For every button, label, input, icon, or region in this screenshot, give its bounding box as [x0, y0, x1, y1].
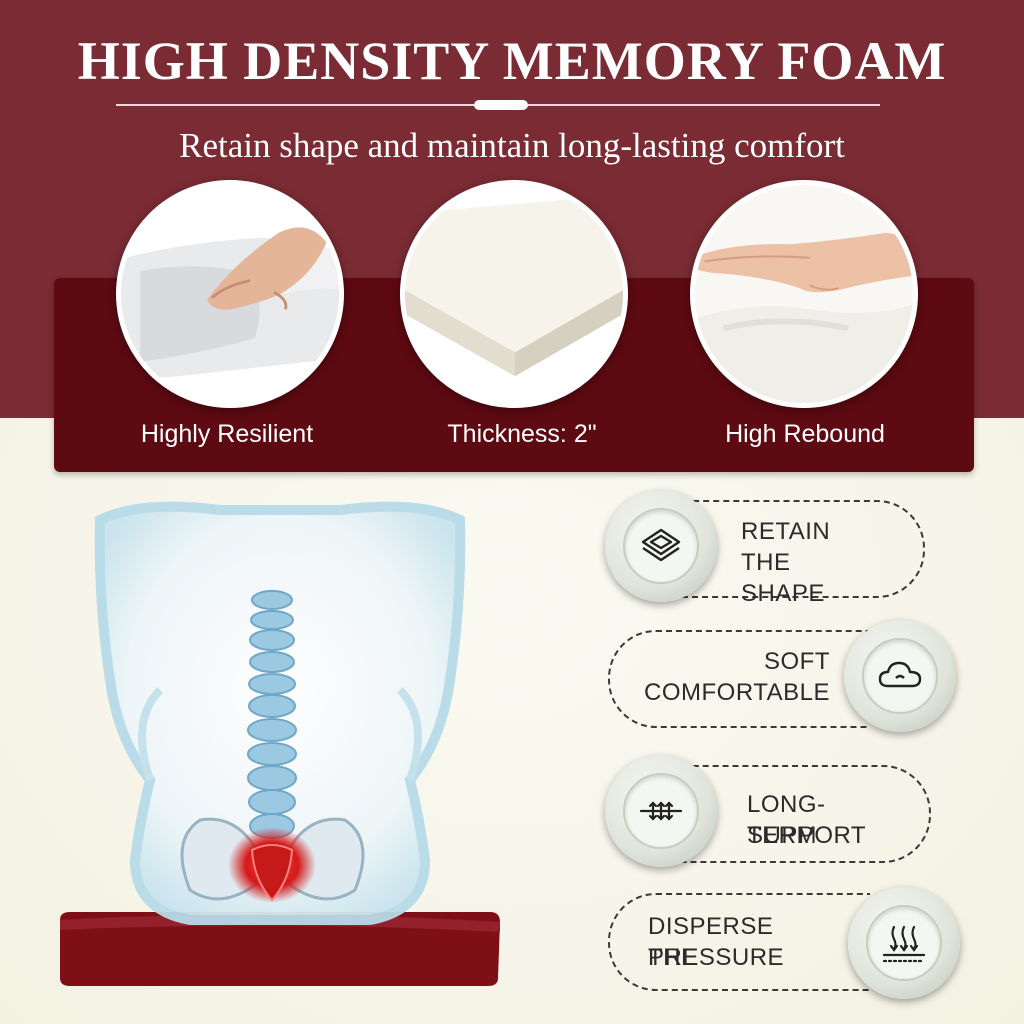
feature-label-line1: LONG-TERM: [747, 791, 826, 849]
feature-label-line2: PRESSURE: [648, 944, 785, 971]
cloud-icon: [862, 638, 938, 714]
feature-badge: [605, 755, 717, 867]
feature-badge: [605, 490, 717, 602]
feature-label-line2: COMFORTABLE: [644, 679, 830, 706]
feature-label-line1: DISPERSE THE: [648, 913, 774, 971]
feature-badge: [844, 620, 956, 732]
caption-highly-resilient: Highly Resilient: [140, 420, 314, 448]
divider-ornament: [474, 100, 528, 110]
support-arrows-icon: [623, 773, 699, 849]
feature-outline: [663, 765, 931, 863]
divider-right: [528, 104, 880, 106]
feature-badge: [848, 887, 960, 999]
photo-highly-resilient: [116, 180, 344, 408]
feature-outline: [663, 500, 925, 598]
photo-thickness: [400, 180, 628, 408]
feature-label-line1: RETAIN: [741, 518, 831, 545]
feature-label-line2: SUPPORT: [747, 822, 867, 849]
caption-high-rebound: High Rebound: [725, 420, 885, 448]
page-title: HIGH DENSITY MEMORY FOAM: [77, 31, 947, 91]
photo-high-rebound: [690, 180, 918, 408]
feature-label-line2: THE SHAPE: [741, 549, 825, 607]
divider-left: [116, 104, 474, 106]
feature-outline: [608, 630, 868, 728]
pressure-waves-icon: [866, 905, 942, 981]
caption-thickness: Thickness: 2": [447, 420, 597, 448]
layers-icon: [623, 508, 699, 584]
spine-on-cushion-illustration: [40, 480, 540, 1000]
feature-outline: [608, 893, 870, 991]
feature-label-line1: SOFT: [764, 648, 830, 675]
page-subtitle: Retain shape and maintain long-lasting c…: [179, 126, 845, 165]
